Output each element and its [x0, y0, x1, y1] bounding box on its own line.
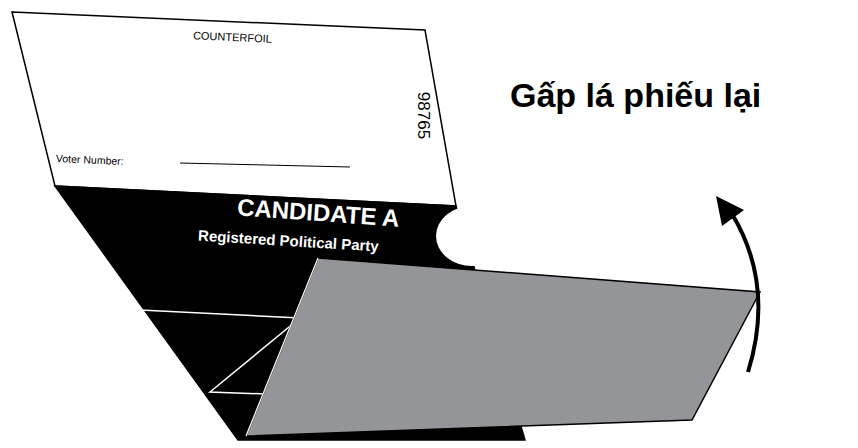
flap-edge [246, 258, 318, 436]
serial-number: 98765 [416, 91, 433, 138]
party-name: Registered Political Party [197, 227, 378, 253]
instruction-label: Gấp lá phiếu lại [510, 78, 761, 112]
voter-number-label: Voter Number: [56, 153, 124, 166]
vote-hole [436, 206, 508, 266]
fold-line [140, 310, 300, 318]
counterfoil: COUNTERFOIL Voter Number: 98765 [12, 12, 456, 206]
candidate-band: CANDIDATE ARegistered Political Party [55, 186, 525, 440]
counterfoil-paper [12, 12, 456, 206]
candidate-name: CANDIDATE A [236, 195, 400, 230]
voter-number-line [180, 163, 350, 167]
fold-arrow [732, 214, 758, 372]
folding-flap [246, 258, 760, 436]
counterfoil-heading: COUNTERFOIL [192, 30, 271, 44]
arrow-head [716, 196, 744, 226]
